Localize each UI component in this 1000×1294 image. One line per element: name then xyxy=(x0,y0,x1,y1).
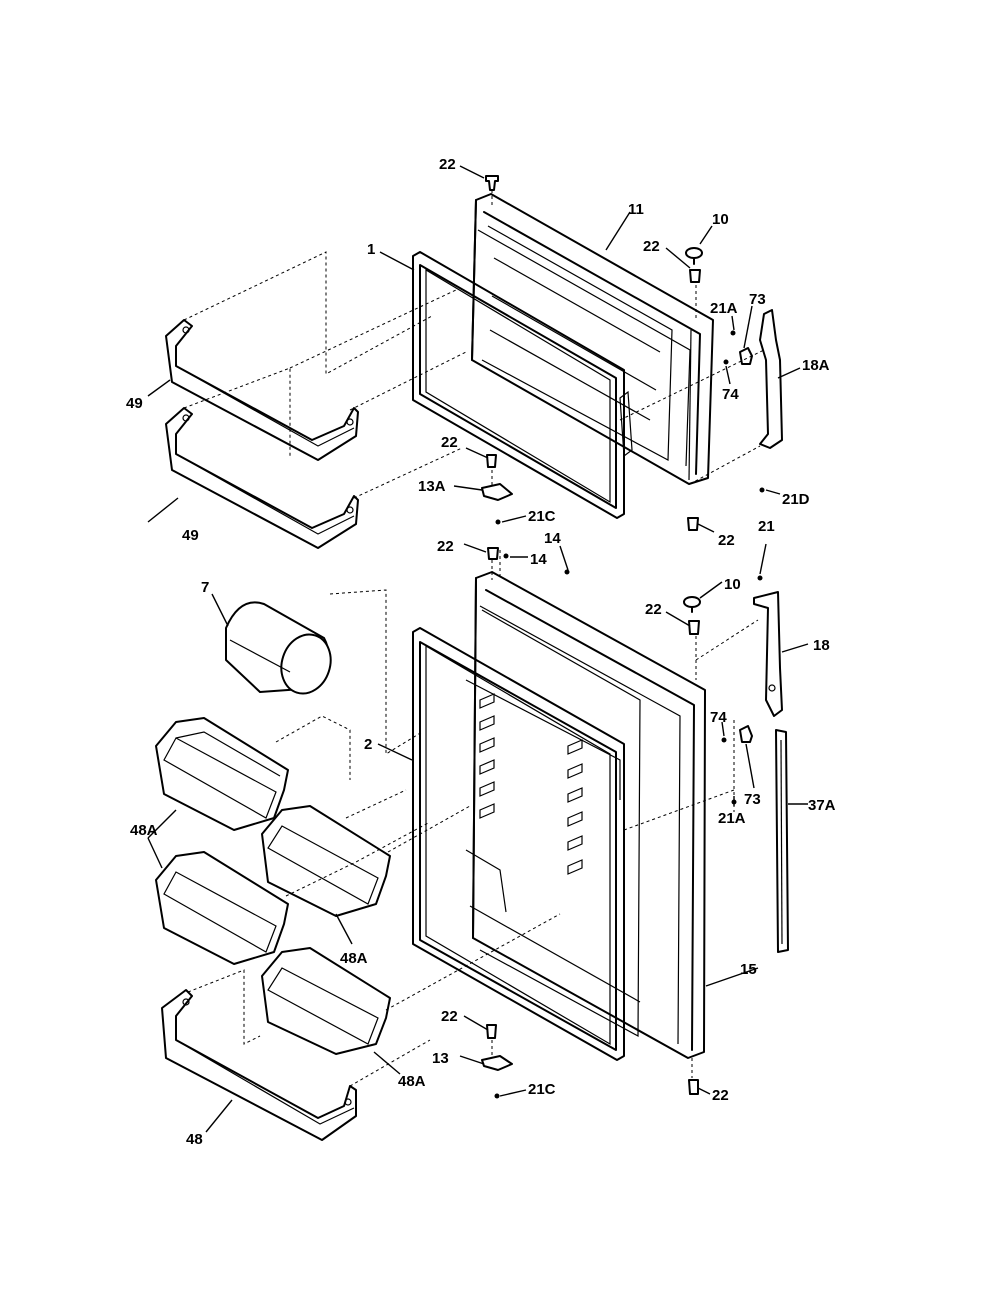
label-48A-middle: 48A xyxy=(340,950,368,967)
label-13A: 13A xyxy=(418,478,446,495)
label-48A-bottom: 48A xyxy=(398,1073,426,1090)
callout-labels: 22 11 10 22 1 21A 73 18A 74 49 22 13A 21… xyxy=(126,156,836,1148)
hinge-18A xyxy=(759,309,783,449)
door-bin-48A-3 xyxy=(155,851,289,965)
bushing-10-top xyxy=(685,247,703,265)
screw-22-mid-left xyxy=(487,547,499,560)
label-15: 15 xyxy=(740,961,757,978)
label-18A: 18A xyxy=(802,357,830,374)
door-stop-37A xyxy=(775,729,789,953)
screw-22-mid-right xyxy=(687,517,699,531)
spacer-73-bottom xyxy=(739,725,753,743)
label-21D: 21D xyxy=(782,491,810,508)
label-21C-bottom: 21C xyxy=(528,1081,556,1098)
assembly-guide-lines xyxy=(183,190,765,1087)
door-bin-48A-1 xyxy=(155,717,289,831)
dairy-container-7 xyxy=(225,601,332,695)
label-48A-left: 48A xyxy=(130,822,158,839)
label-2: 2 xyxy=(364,736,372,753)
hinge-pin-13 xyxy=(481,1055,513,1071)
label-22-mid-right-lower: 22 xyxy=(645,601,662,618)
screw-22-top-right xyxy=(689,269,701,283)
label-14-top: 14 xyxy=(544,530,561,547)
label-14-mid: 14 xyxy=(530,551,547,568)
freezer-shelf-49-lower xyxy=(165,407,359,549)
label-22-freezer-bottom: 22 xyxy=(441,434,458,451)
hinge-18 xyxy=(753,591,783,717)
door-bin-48 xyxy=(161,989,357,1141)
label-21A-bottom: 21A xyxy=(718,810,746,827)
screw-22-freezer-bottom xyxy=(486,454,497,468)
label-21A-top: 21A xyxy=(710,300,738,317)
fresh-food-door-15 xyxy=(465,571,706,1059)
label-22-top-right: 22 xyxy=(643,238,660,255)
label-22-mid-right: 22 xyxy=(718,532,735,549)
label-22-mid-left: 22 xyxy=(437,538,454,555)
spacer-73-top xyxy=(739,347,753,365)
small-screws xyxy=(494,330,765,1099)
label-22-bottom: 22 xyxy=(441,1008,458,1025)
label-22-bottom-right: 22 xyxy=(712,1087,729,1104)
door-bin-48A-2 xyxy=(261,805,391,917)
label-11: 11 xyxy=(628,201,644,218)
label-7: 7 xyxy=(201,579,209,596)
label-22-top: 22 xyxy=(439,156,456,173)
label-21C-top: 21C xyxy=(528,508,556,525)
label-10-top: 10 xyxy=(712,211,729,228)
leader-lines xyxy=(147,165,809,1133)
label-49-lower: 49 xyxy=(182,527,199,544)
hinge-pin-13A xyxy=(481,483,513,501)
screw-22-top xyxy=(485,175,499,191)
screw-22-bottom xyxy=(486,1024,497,1039)
label-1: 1 xyxy=(367,241,375,258)
label-48: 48 xyxy=(186,1131,203,1148)
freezer-shelf-49-upper xyxy=(165,319,359,461)
label-49-upper: 49 xyxy=(126,395,143,412)
label-37A: 37A xyxy=(808,797,836,814)
fresh-food-gasket-2 xyxy=(412,627,625,1061)
label-74-top: 74 xyxy=(722,386,739,403)
label-10-mid: 10 xyxy=(724,576,741,593)
bushing-10-mid xyxy=(683,596,701,613)
label-73-top: 73 xyxy=(749,291,766,308)
label-74-bottom: 74 xyxy=(710,709,727,726)
freezer-gasket-1 xyxy=(412,251,625,519)
label-21: 21 xyxy=(758,518,775,535)
door-shelf-slots xyxy=(479,693,583,875)
door-bin-48A-4 xyxy=(261,947,391,1055)
freezer-door-11 xyxy=(471,193,714,485)
label-13: 13 xyxy=(432,1050,449,1067)
screw-22-bottom-right xyxy=(688,1079,699,1095)
label-18: 18 xyxy=(813,637,830,654)
label-73-bottom: 73 xyxy=(744,791,761,808)
screw-22-mid-right-lower xyxy=(688,620,700,635)
